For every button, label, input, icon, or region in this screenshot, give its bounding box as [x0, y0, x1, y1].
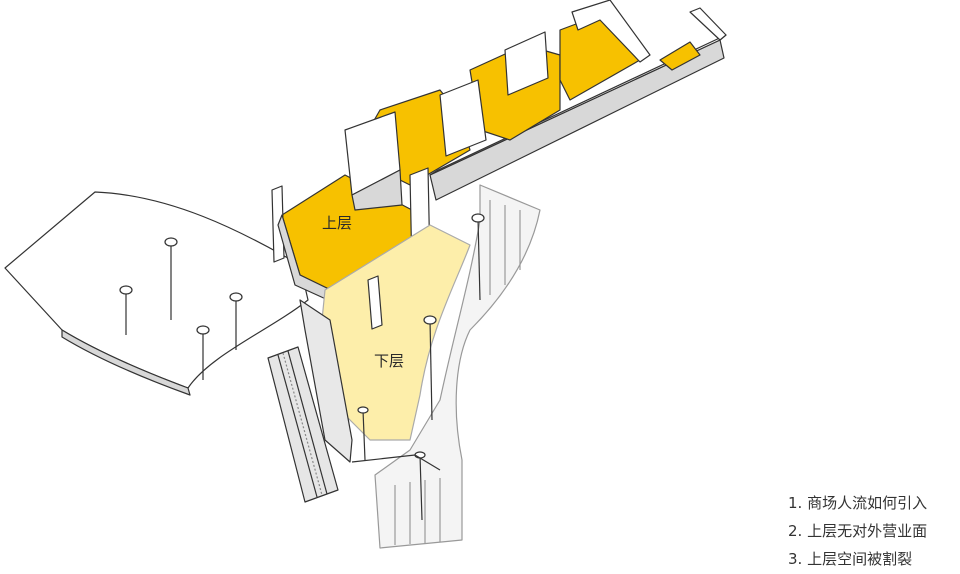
lower-floor-label: 下层 — [374, 352, 405, 370]
lower-floor-area — [319, 224, 471, 441]
plaza-columns — [119, 237, 243, 380]
lower-columns — [357, 213, 485, 521]
note-item: 1. 商场人流如何引入 — [788, 494, 928, 512]
upper-walls — [271, 0, 651, 301]
upper-corridor — [429, 7, 727, 201]
notes-list: 1. 商场人流如何引入 2. 上层无对外营业面 3. 上层空间被割裂 — [788, 489, 927, 573]
note-item: 3. 上层空间被割裂 — [788, 550, 913, 568]
note-item: 2. 上层无对外营业面 — [788, 522, 928, 540]
left-plaza — [4, 191, 309, 396]
escalator — [267, 346, 339, 503]
upper-floor-label: 上层 — [322, 214, 353, 232]
lower-base-wall — [299, 299, 441, 471]
